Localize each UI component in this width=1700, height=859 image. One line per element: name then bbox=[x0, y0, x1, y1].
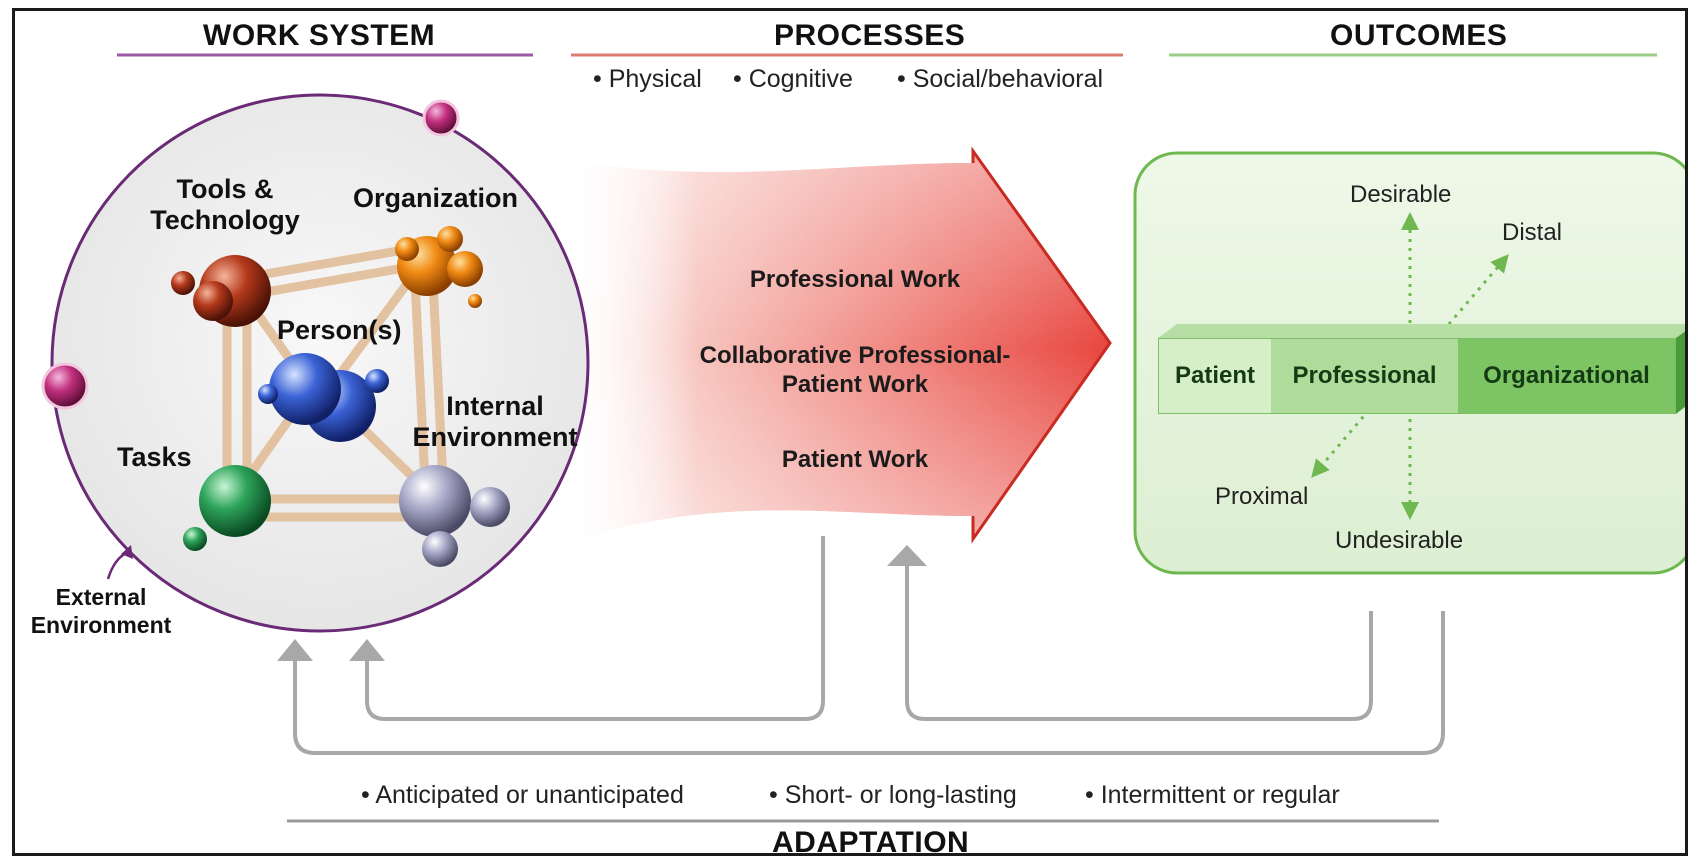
process-type-physical: • Physical bbox=[593, 65, 702, 93]
outcome-proximal-label: Proximal bbox=[1215, 483, 1309, 510]
process-band-patient: Patient Work bbox=[781, 446, 929, 473]
outcome-bar-top bbox=[1158, 324, 1685, 338]
outcome-bar: Patient Professional Organizational bbox=[1158, 338, 1676, 414]
outcome-bar-side bbox=[1676, 331, 1685, 414]
internal-environment-label: Internal Environment bbox=[412, 391, 578, 452]
feedback-arrowheads bbox=[277, 545, 927, 661]
outcome-axes bbox=[1311, 212, 1509, 520]
internal-environment-spheres bbox=[399, 465, 510, 567]
outcome-segment-professional: Professional bbox=[1271, 339, 1458, 413]
adaptation-type-duration: • Short- or long-lasting bbox=[769, 781, 1017, 809]
persons-label: Person(s) bbox=[277, 315, 402, 345]
organization-spheres bbox=[395, 226, 483, 308]
outcome-undesirable-label: Undesirable bbox=[1335, 527, 1464, 554]
adaptation-type-frequency: • Intermittent or regular bbox=[1085, 781, 1340, 809]
process-type-social: • Social/behavioral bbox=[897, 65, 1104, 93]
feedback-outcome-to-worksystem bbox=[293, 611, 1445, 755]
adaptation-type-anticipated: • Anticipated or unanticipated bbox=[361, 781, 684, 809]
outcome-distal-label: Distal bbox=[1502, 219, 1563, 246]
tasks-label: Tasks bbox=[117, 442, 192, 472]
process-arrow bbox=[560, 146, 1112, 546]
outcome-segment-patient: Patient bbox=[1159, 339, 1271, 413]
tools-technology-label: Tools & Technology bbox=[150, 174, 300, 235]
outcome-desirable-label: Desirable bbox=[1350, 181, 1452, 208]
external-environment-label: External Environment bbox=[30, 584, 172, 638]
process-band-collaborative: Collaborative Professional-Patient Work bbox=[699, 342, 1011, 398]
organization-label: Organization bbox=[353, 183, 519, 213]
persons-spheres bbox=[258, 353, 389, 442]
external-environment-pointer-head bbox=[121, 545, 133, 559]
feedback-outcome-to-process bbox=[905, 566, 1373, 721]
adaptation-header: ADAPTATION bbox=[772, 826, 970, 856]
tools-spheres bbox=[171, 255, 271, 327]
tasks-spheres bbox=[183, 465, 271, 551]
diagram-graphics bbox=[41, 53, 1685, 823]
outcomes-header: OUTCOMES bbox=[1330, 19, 1508, 52]
diagram-frame: WORK SYSTEM PROCESSES OUTCOMES ADAPTATIO… bbox=[12, 8, 1688, 856]
outcome-segment-organizational: Organizational bbox=[1458, 339, 1675, 413]
processes-header: PROCESSES bbox=[774, 19, 966, 52]
process-band-professional: Professional Work bbox=[749, 266, 961, 293]
feedback-process-to-worksystem bbox=[365, 536, 825, 721]
work-system-header: WORK SYSTEM bbox=[203, 19, 436, 52]
process-type-cognitive: • Cognitive bbox=[733, 65, 853, 93]
feedback-loops bbox=[293, 536, 1445, 755]
external-environment-spheres bbox=[41, 99, 460, 410]
